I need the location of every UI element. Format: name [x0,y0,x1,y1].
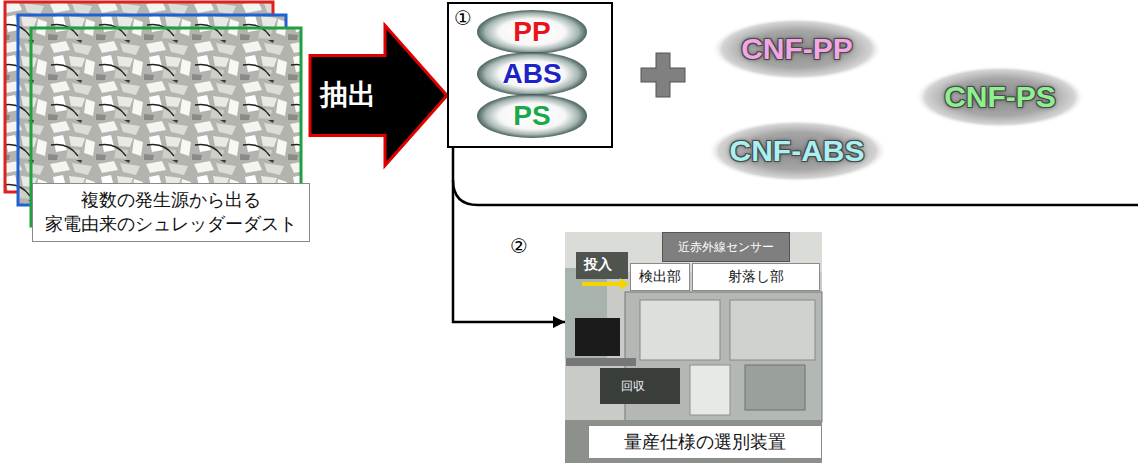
cnf-composite-part: CNF-PS [915,66,1085,128]
callout-number: ② [510,234,528,258]
sorter-photo: ②近赤外線センサー検出部射落し部量産仕様の選別装置 [565,232,822,463]
edge-label: 抽出 [320,76,376,114]
bracket [453,180,1138,205]
callout-number: ① [454,6,472,30]
block-arrow [310,25,447,165]
unit-box: 射落し部 [692,263,820,291]
photo-caption: 複数の発生源から出る 家電由来のシュレッダーダスト [32,183,310,242]
part-label: 回収 [621,378,645,395]
blob-fill [712,18,882,80]
resin-name: PS [513,100,550,132]
material-frame: ① PP ABS PS [447,2,613,148]
composite-name: CNF-PS [944,80,1056,114]
caption-box: 量産仕様の選別装置 [588,425,822,459]
connector-line [453,148,565,322]
cnf-composite-part: CNF-PP [712,18,882,80]
blob-fill [708,120,887,182]
unit-name: 検出部 [639,268,681,286]
part-label: 投入 [584,256,612,274]
composite-name: CNF-ABS [730,134,865,168]
resin-flake-blob: PS [477,94,587,138]
resin-flake-blob: PP [477,10,587,54]
blob-fill [477,10,587,54]
cnf-composite-part: CNF-ABS [708,120,887,182]
sensor-box: 近赤外線センサー [662,232,790,262]
blob-fill [477,52,587,96]
plus-sign [641,53,685,97]
unit-box: 検出部 [630,263,690,291]
sensor-name: 近赤外線センサー [678,239,774,256]
blob-fill [477,94,587,138]
caption-text: 量産仕様の選別装置 [624,430,786,454]
sorter-photo-image [565,232,822,463]
blob-fill [915,66,1085,128]
resin-name: ABS [502,58,561,90]
unit-name: 射落し部 [728,268,784,286]
resin-flake-blob: ABS [477,52,587,96]
shredder-dust-group: 複数の発生源から出る 家電由来のシュレッダーダスト [5,2,310,242]
composite-name: CNF-PP [741,32,853,66]
resin-name: PP [513,16,550,48]
